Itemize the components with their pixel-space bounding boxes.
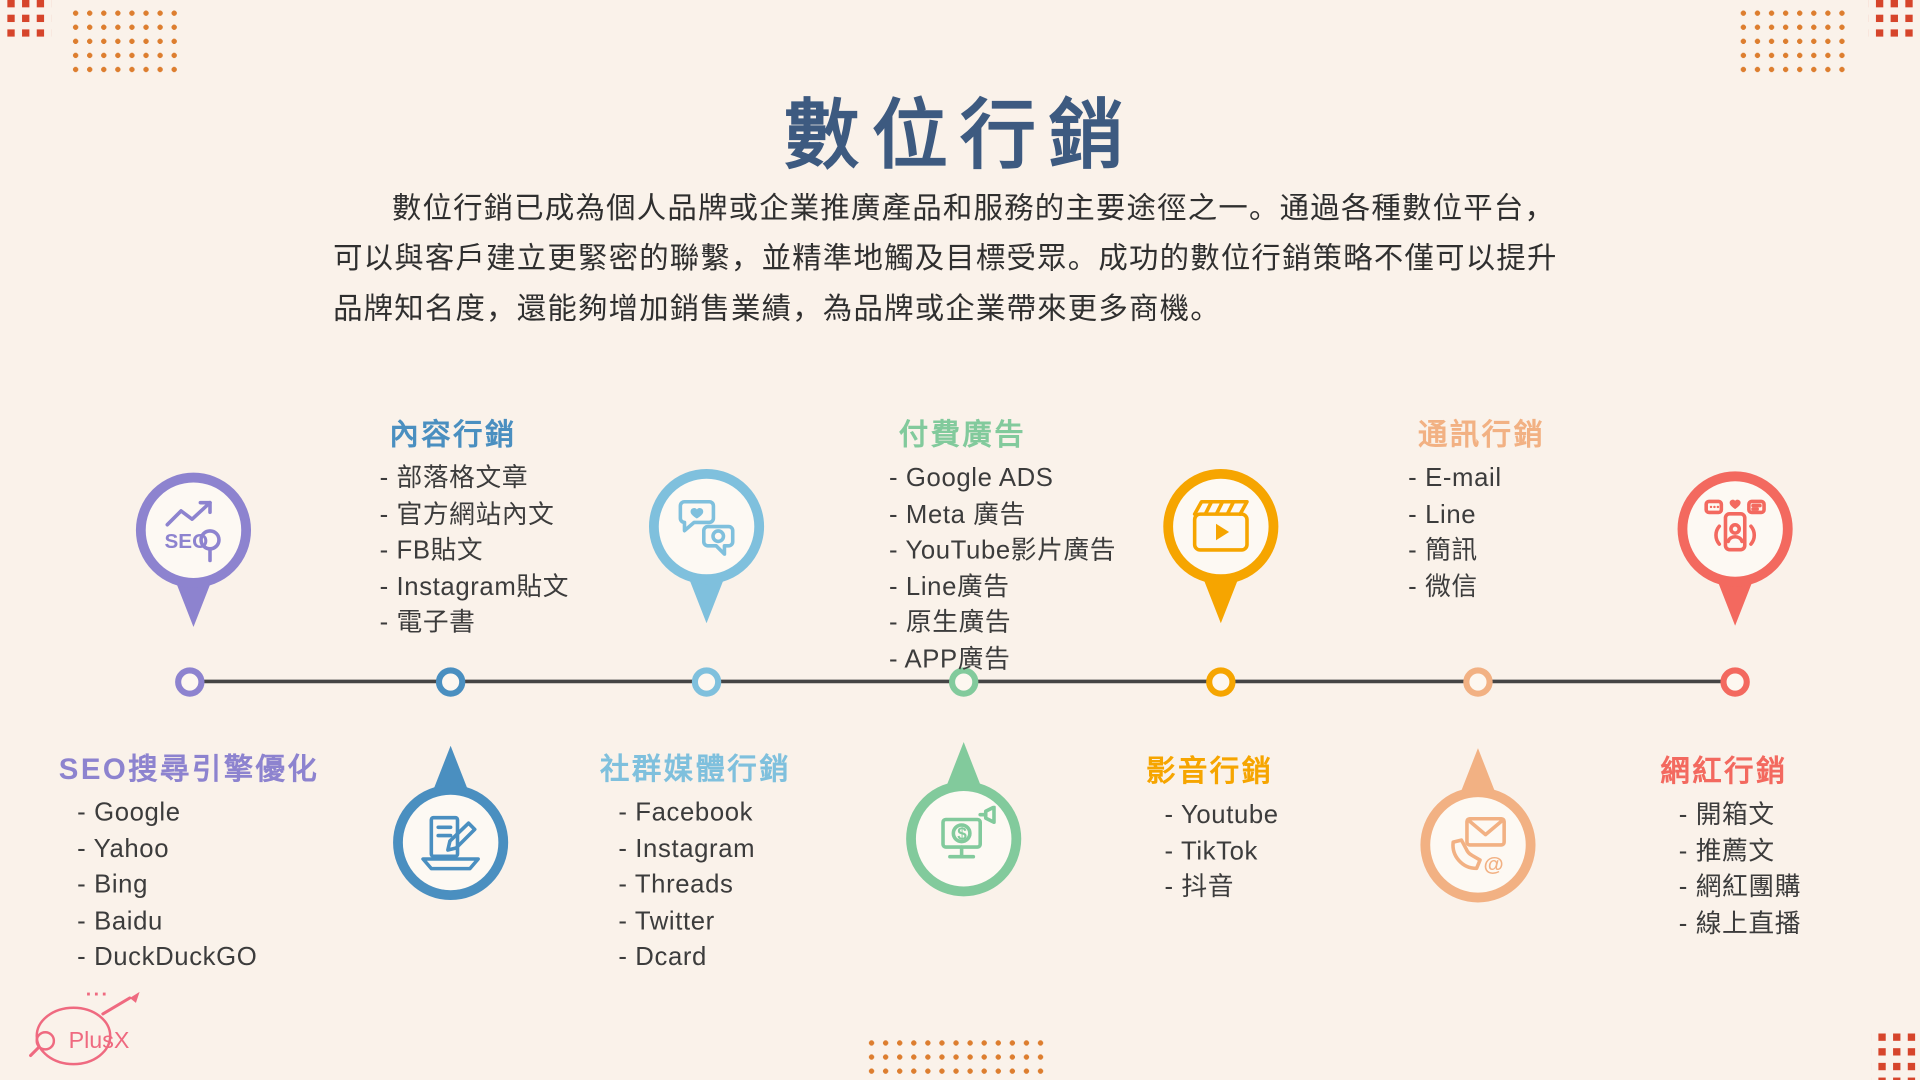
timeline-node-messaging	[1463, 667, 1493, 697]
pin-circle	[1677, 471, 1793, 587]
section-title: SEO搜尋引擎優化	[58, 753, 320, 787]
list-item: - FB貼文	[379, 536, 484, 565]
bottom-dots-pattern	[864, 1035, 1051, 1078]
section-messaging: 通訊行銷 - E-mail - Line - 簡訊 - 微信	[1408, 410, 1545, 605]
section-title: 影音行銷	[1146, 755, 1274, 789]
pin-circle	[1163, 468, 1279, 585]
list-item: - Line	[1408, 500, 1477, 529]
list-item: - 原生廣告	[888, 608, 1012, 637]
timeline-node-video	[1206, 667, 1236, 697]
list-item: - YouTube影片廣告	[888, 536, 1117, 565]
list-item: - APP廣告	[888, 644, 1011, 673]
corner-dots-pattern	[1736, 6, 1852, 80]
page-title: 數位行銷	[783, 90, 1137, 181]
pin-circle: @	[1420, 787, 1536, 903]
list-item: - TikTok	[1164, 836, 1258, 866]
seo-text: SEO	[165, 530, 209, 553]
list-item: - Google	[77, 798, 181, 827]
list-item: - 電子書	[379, 608, 476, 637]
list-item: - 線上直播	[1678, 909, 1802, 938]
phone-mail-icon: @	[1451, 816, 1506, 876]
pin-circle: $	[906, 781, 1022, 897]
laptop-writing-icon	[421, 815, 480, 871]
ads-screen-icon: $	[941, 805, 996, 859]
section-title: 內容行銷	[389, 418, 517, 452]
section-list: - 開箱文 - 推薦文 - 網紅團購 - 線上直播	[1660, 797, 1801, 941]
list-item: - 官方網站內文	[379, 500, 555, 529]
section-list: - Youtube - TikTok - 抖音	[1146, 797, 1279, 905]
pin-seo: SEO	[126, 472, 261, 627]
pin-circle: SEO	[135, 472, 252, 588]
list-item: - 推薦文	[1678, 836, 1775, 866]
corner-squares-pattern	[0, 0, 52, 37]
section-title: 社群媒體行銷	[600, 753, 792, 787]
list-item: - Youtube	[1164, 800, 1279, 829]
section-video: 影音行銷 - Youtube - TikTok - 抖音	[1146, 747, 1279, 906]
list-item: - Baidu	[77, 906, 163, 935]
corner-squares-pattern	[1868, 0, 1920, 37]
section-list: - 部落格文章 - 官方網站內文 - FB貼文 - Instagram貼文 - …	[380, 460, 569, 641]
list-item: - Dcard	[618, 942, 707, 972]
logo-dots: ...	[85, 979, 110, 1001]
corner-dots-pattern	[68, 6, 184, 80]
section-social: 社群媒體行銷 - Facebook - Instagram - Threads …	[600, 744, 791, 975]
list-item: - Google ADS	[888, 464, 1054, 493]
at-text: @	[1483, 853, 1503, 876]
list-item: - Bing	[77, 870, 148, 899]
section-list: - Google - Yahoo - Bing - Baidu - DuckDu…	[59, 795, 319, 976]
influencer-phone-icon	[1704, 499, 1766, 552]
list-item: - 微信	[1408, 572, 1478, 601]
dollar-text: $	[957, 823, 967, 843]
intro-paragraph: 數位行銷已成為個人品牌或企業推廣產品和服務的主要途徑之一。通過各種數位平台，可以…	[333, 192, 1558, 326]
logo-text: PlusX	[68, 1028, 130, 1055]
timeline-node-social	[691, 667, 722, 697]
list-item: - Line廣告	[888, 572, 1010, 601]
list-item: - Yahoo	[77, 834, 170, 863]
list-item: - Facebook	[618, 798, 754, 827]
section-list: - E-mail - Line - 簡訊 - 微信	[1408, 460, 1545, 604]
pin-circle	[393, 784, 509, 901]
list-item: - 簡訊	[1408, 536, 1478, 565]
video-player-icon	[1192, 499, 1249, 552]
timeline-node-seo	[175, 667, 205, 697]
section-title: 通訊行銷	[1417, 418, 1546, 452]
list-item: - 部落格文章	[379, 464, 529, 493]
section-title: 付費廣告	[898, 418, 1027, 452]
corner-squares-pattern	[1871, 1033, 1920, 1080]
plusx-logo-mark	[29, 991, 140, 1066]
timeline-node-influencer	[1720, 667, 1750, 697]
pin-influencer	[1668, 471, 1803, 626]
list-item: - DuckDuckGO	[77, 942, 258, 972]
pin-paid-ads: $	[896, 742, 1031, 897]
section-list: - Google ADS - Meta 廣告 - YouTube影片廣告 - L…	[889, 460, 1116, 677]
list-item: - E-mail	[1408, 464, 1502, 493]
section-title: 網紅行銷	[1660, 755, 1788, 789]
section-influencer: 網紅行銷 - 開箱文 - 推薦文 - 網紅團購 - 線上直播	[1660, 747, 1801, 942]
pin-video	[1153, 468, 1288, 624]
pin-messaging: @	[1411, 748, 1546, 903]
section-content: 內容行銷 - 部落格文章 - 官方網站內文 - FB貼文 - Instagram…	[380, 410, 569, 641]
list-item: - Threads	[618, 870, 734, 899]
timeline-node-paid-ads	[948, 667, 979, 697]
list-item: - Twitter	[618, 906, 715, 935]
list-item: - 開箱文	[1678, 800, 1775, 829]
timeline-node-content	[435, 667, 466, 697]
seo-magnifier-icon: SEO	[165, 500, 221, 563]
plusx-logo: ... PlusX	[27, 980, 164, 1076]
list-item: - Instagram	[618, 834, 756, 863]
list-item: - 網紅團購	[1678, 873, 1802, 902]
section-seo: SEO搜尋引擎優化 - Google - Yahoo - Bing - Baid…	[59, 744, 319, 975]
list-item: - 抖音	[1164, 873, 1235, 902]
chat-bubbles-icon	[678, 499, 735, 556]
pin-circle	[648, 468, 765, 585]
list-item: - Meta 廣告	[888, 500, 1026, 529]
section-paid-ads: 付費廣告 - Google ADS - Meta 廣告 - YouTube影片廣…	[889, 410, 1116, 677]
pin-social	[639, 468, 774, 624]
pin-content	[383, 745, 518, 901]
section-list: - Facebook - Instagram - Threads - Twitt…	[600, 795, 791, 976]
list-item: - Instagram貼文	[379, 572, 570, 601]
